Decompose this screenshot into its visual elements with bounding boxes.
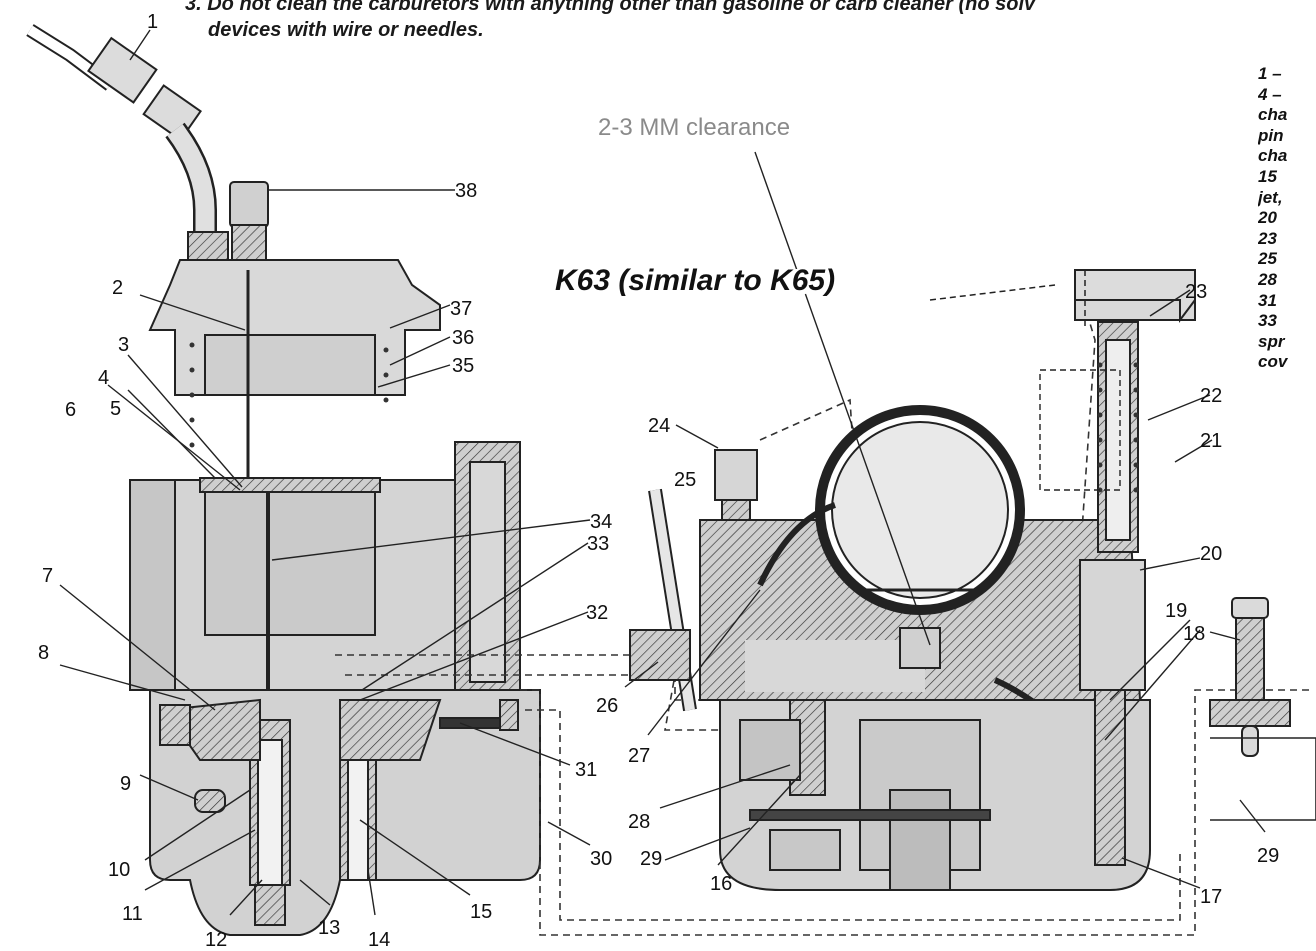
clearance-pointer	[754, 151, 931, 646]
legend-line: 25	[1258, 249, 1277, 269]
callout-30: 30	[590, 848, 612, 870]
callout-34: 34	[590, 511, 612, 533]
callout-27: 27	[628, 745, 650, 767]
legend-line: spr	[1258, 331, 1285, 351]
callout-5: 5	[110, 398, 121, 420]
callout-19: 19	[1165, 600, 1187, 622]
callout-1: 1	[147, 11, 158, 33]
callout-31: 31	[575, 759, 597, 781]
legend-line: 33	[1258, 311, 1277, 331]
callout-29-detail: 29	[1257, 845, 1279, 867]
callout-33: 33	[587, 533, 609, 555]
callout-17: 17	[1200, 886, 1222, 908]
callout-10: 10	[108, 859, 130, 881]
callout-8: 8	[38, 642, 49, 664]
callout-38: 38	[455, 180, 477, 202]
callout-6: 6	[65, 399, 76, 421]
callout-9: 9	[120, 773, 131, 795]
callout-25: 25	[674, 469, 696, 491]
callout-16: 16	[710, 873, 732, 895]
leader-lines	[59, 29, 1266, 916]
callout-26: 26	[596, 695, 618, 717]
legend-line: 31	[1258, 290, 1277, 310]
callout-22: 22	[1200, 385, 1222, 407]
legend-line: jet,	[1258, 187, 1283, 207]
callout-28: 28	[628, 811, 650, 833]
header-line-2: devices with wire or needles.	[208, 19, 484, 41]
parts-legend: 1 – 4 – cha pin cha 15 jet, 20 23 25 28 …	[1258, 64, 1316, 373]
callout-24: 24	[648, 415, 670, 437]
legend-line: 20	[1258, 208, 1277, 228]
clearance-label: 2-3 MM clearance	[598, 114, 790, 141]
legend-line: 4 –	[1258, 84, 1282, 104]
callout-23: 23	[1185, 281, 1207, 303]
legend-line: 28	[1258, 269, 1277, 289]
callout-12: 12	[205, 929, 227, 951]
detail-choke-valve	[1209, 597, 1316, 821]
callout-numbers: 1 2 3 4 5 6 7 8 9 10 11 12 13 14 15 16 1…	[38, 11, 1279, 951]
callout-21: 21	[1200, 430, 1222, 452]
legend-line: 15	[1258, 166, 1277, 186]
callout-32: 32	[586, 602, 608, 624]
legend-line: pin	[1258, 125, 1284, 145]
legend-line: 1 –	[1258, 64, 1282, 83]
callout-20: 20	[1200, 543, 1222, 565]
legend-line: cov	[1258, 352, 1288, 372]
callout-2: 2	[112, 277, 123, 299]
callout-14: 14	[368, 929, 390, 951]
callout-35: 35	[452, 355, 474, 377]
diagram-title-halo: K63 (similar to K65)	[557, 266, 837, 299]
callout-36: 36	[452, 327, 474, 349]
callout-13: 13	[318, 917, 340, 939]
callout-7: 7	[42, 565, 53, 587]
left-carburetor	[26, 24, 541, 936]
callout-3: 3	[118, 334, 129, 356]
callout-37: 37	[450, 298, 472, 320]
legend-line: cha	[1258, 105, 1288, 125]
callout-4: 4	[98, 367, 109, 389]
legend-line: cha	[1258, 146, 1288, 166]
callout-18: 18	[1183, 623, 1205, 645]
callout-29: 29	[640, 848, 662, 870]
callout-11: 11	[122, 903, 143, 925]
header-line-1: 3. Do not clean the carburetors with any…	[185, 0, 1036, 15]
callout-15: 15	[470, 901, 492, 923]
legend-line: 23	[1258, 228, 1277, 248]
diagram-title: K63 (similar to K65)	[555, 264, 835, 297]
right-carburetor	[629, 269, 1196, 891]
